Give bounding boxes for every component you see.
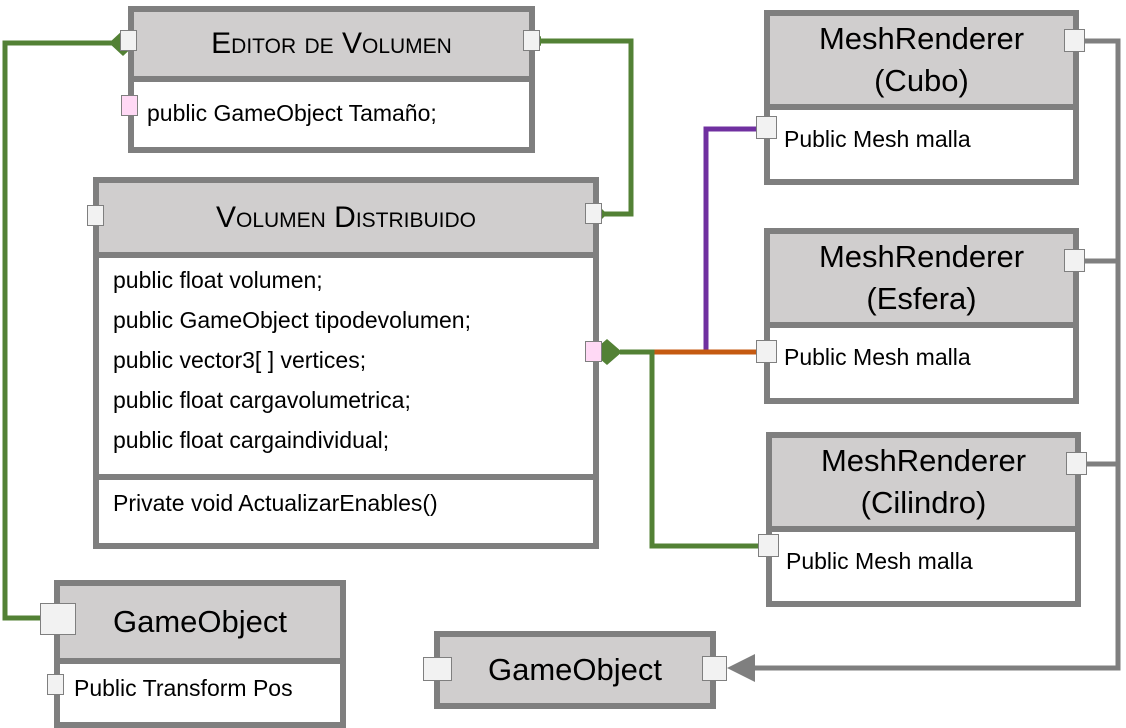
connector-purple-cubo <box>652 126 758 355</box>
port-esfera-right[interactable] <box>1064 249 1085 272</box>
port-editor-left[interactable] <box>120 30 137 51</box>
port-gameobject-bottom-right[interactable] <box>702 656 727 681</box>
port-cubo-malla[interactable] <box>756 116 777 139</box>
connector-editor-to-gameobject <box>2 40 117 621</box>
methods-section: Private void ActualizarEnables() <box>99 480 593 543</box>
class-header: MeshRenderer (Cilindro) <box>772 438 1075 532</box>
class-header: MeshRenderer (Cubo) <box>770 16 1073 110</box>
connector-green-cilindro <box>620 349 760 549</box>
class-title: GameObject <box>487 652 662 687</box>
class-header: MeshRenderer (Esfera) <box>770 234 1073 328</box>
connector-editor-to-volumen <box>537 38 634 217</box>
class-editor-de-volumen[interactable]: Editor de Volumen public GameObject Tama… <box>128 6 535 153</box>
class-title: MeshRenderer <box>818 21 1025 56</box>
port-cilindro-malla[interactable] <box>758 534 779 557</box>
port-cubo-right[interactable] <box>1064 29 1085 52</box>
field-malla: Public Mesh malla <box>786 548 973 574</box>
field-volumen: public float volumen; <box>113 267 323 293</box>
port-cilindro-right[interactable] <box>1066 452 1087 475</box>
class-meshrenderer-cilindro[interactable]: MeshRenderer (Cilindro) Public Mesh mall… <box>766 432 1081 607</box>
class-header: Editor de Volumen <box>134 12 529 82</box>
port-gameobject-left[interactable] <box>40 603 76 635</box>
field-tipodevolumen: public GameObject tipodevolumen; <box>113 307 471 333</box>
field-pos: Public Transform Pos <box>74 675 293 701</box>
port-volumen-right[interactable] <box>585 203 602 224</box>
field-tamano: public GameObject Tamaño; <box>147 100 437 126</box>
connector-gray-cubo <box>750 38 1121 671</box>
port-gameobject-bottom-left[interactable] <box>423 657 452 681</box>
field-cargaindividual: public float cargaindividual; <box>113 427 390 453</box>
class-title: Volumen Distribuido <box>215 200 477 234</box>
class-gameobject-bottom[interactable]: GameObject <box>434 631 716 709</box>
class-header: GameObject <box>440 637 710 703</box>
method-actualizarenables: Private void ActualizarEnables() <box>113 490 438 516</box>
field-cargavolumetrica: public float cargavolumetrica; <box>113 387 411 413</box>
port-editor-right[interactable] <box>523 30 540 51</box>
port-vertices[interactable] <box>585 341 602 362</box>
class-meshrenderer-cubo[interactable]: MeshRenderer (Cubo) Public Mesh malla <box>764 10 1079 185</box>
class-subtitle: (Cilindro) <box>860 485 987 520</box>
class-gameobject-left[interactable]: GameObject Public Transform Pos <box>54 580 346 728</box>
connector-gray-arrowhead <box>727 654 755 682</box>
field-malla: Public Mesh malla <box>784 126 971 152</box>
field-vertices: public vector3[ ] vertices; <box>113 347 367 373</box>
port-esfera-malla[interactable] <box>756 340 777 363</box>
class-title: GameObject <box>112 604 287 639</box>
fields-section: public float volumen; public GameObject … <box>99 260 593 480</box>
class-subtitle: (Esfera) <box>866 281 977 316</box>
class-title: Editor de Volumen <box>211 27 452 60</box>
class-header: Volumen Distribuido <box>99 183 593 258</box>
port-volumen-left[interactable] <box>87 205 104 226</box>
port-tamano[interactable] <box>121 95 138 116</box>
class-title: MeshRenderer <box>820 443 1027 478</box>
port-pos[interactable] <box>47 674 64 695</box>
class-subtitle: (Cubo) <box>874 63 969 98</box>
field-malla: Public Mesh malla <box>784 344 971 370</box>
class-title: MeshRenderer <box>818 239 1025 274</box>
class-meshrenderer-esfera[interactable]: MeshRenderer (Esfera) Public Mesh malla <box>764 228 1079 404</box>
class-volumen-distribuido[interactable]: Volumen Distribuido public float volumen… <box>93 177 599 549</box>
class-header: GameObject <box>60 586 340 664</box>
